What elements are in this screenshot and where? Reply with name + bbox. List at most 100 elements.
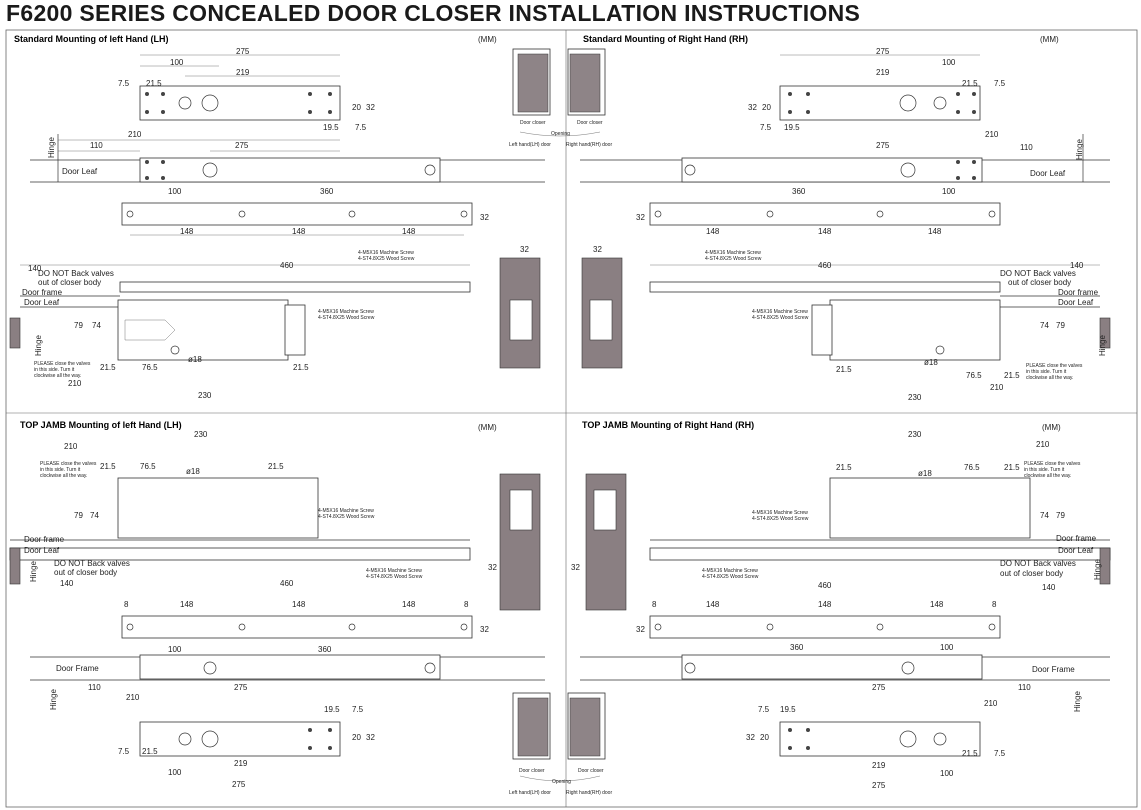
out-of-closer-body: out of closer body <box>1000 569 1063 578</box>
screw-note: 4-M5X16 Machine Screw <box>318 309 374 315</box>
dim-18: ø18 <box>188 355 202 364</box>
dim-20: 20 <box>760 733 769 742</box>
screw-note: 4-M5X16 Machine Screw <box>366 568 422 574</box>
dim-148: 148 <box>706 227 720 236</box>
dim-460: 460 <box>280 579 294 588</box>
dim-21-5: 21.5 <box>268 462 284 471</box>
dim-148: 148 <box>402 600 416 609</box>
please-note: in this side. Turn it <box>34 367 75 373</box>
dim-76-5: 76.5 <box>140 462 156 471</box>
dim-8: 8 <box>652 600 657 609</box>
dim-79: 79 <box>74 511 83 520</box>
dim-148: 148 <box>930 600 944 609</box>
dim-219: 219 <box>234 759 248 768</box>
dim-100: 100 <box>168 645 182 654</box>
page-title: F6200 SERIES CONCEALED DOOR CLOSER INSTA… <box>6 0 861 26</box>
dim-79: 79 <box>1056 511 1065 520</box>
unit-label: (MM) <box>1040 35 1059 44</box>
hinge-label: Hinge <box>1098 335 1107 356</box>
door-leaf-label: Door Leaf <box>24 298 60 307</box>
dim-100: 100 <box>942 187 956 196</box>
screw-note: 4-M5X16 Machine Screw <box>358 250 414 256</box>
dim-148: 148 <box>402 227 416 236</box>
dim-140: 140 <box>1042 583 1056 592</box>
hinge-label: Hinge <box>1073 691 1082 712</box>
dim-100: 100 <box>168 768 182 777</box>
dim-148: 148 <box>180 600 194 609</box>
lh-door-label: Left hand(LH) door <box>509 142 551 148</box>
screw-note: 4-ST4.8X25 Wood Screw <box>318 315 375 321</box>
dim-7-5: 7.5 <box>118 79 130 88</box>
dim-19-5: 19.5 <box>324 705 340 714</box>
screw-note: 4-ST4.8X25 Wood Screw <box>318 514 375 520</box>
dim-74: 74 <box>1040 321 1049 330</box>
dim-275: 275 <box>234 683 248 692</box>
out-of-closer-body: out of closer body <box>38 278 101 287</box>
do-not-back-valves: DO NOT Back valves <box>1000 559 1076 568</box>
dim-148: 148 <box>818 227 832 236</box>
door-closer-label: Door closer <box>577 120 603 126</box>
dim-100: 100 <box>942 58 956 67</box>
door-frame-label: Door Frame <box>1032 665 1075 674</box>
dim-18: ø18 <box>918 469 932 478</box>
dim-100: 100 <box>170 58 184 67</box>
dim-230: 230 <box>194 430 208 439</box>
dim-148: 148 <box>928 227 942 236</box>
dim-230: 230 <box>908 393 922 402</box>
dim-32: 32 <box>636 213 645 222</box>
unit-label: (MM) <box>1042 423 1061 432</box>
dim-21-5: 21.5 <box>293 363 309 372</box>
screw-note: 4-M5X16 Machine Screw <box>752 309 808 315</box>
long-plate-lh <box>121 202 473 236</box>
door-frame-label: Door frame <box>22 288 63 297</box>
please-note: clockwise all the way. <box>40 473 87 479</box>
screw-note: 4-M5X16 Machine Screw <box>318 508 374 514</box>
opening-label: Opening <box>551 131 570 137</box>
door-frame-top-jamb-rh <box>580 654 1110 681</box>
dim-8: 8 <box>124 600 129 609</box>
screw-note: 4-ST4.8X25 Wood Screw <box>705 256 762 262</box>
closer-body-lh <box>9 264 471 361</box>
dim-100: 100 <box>940 769 954 778</box>
hinge-label: Hinge <box>34 335 43 356</box>
dim-21-5: 21.5 <box>1004 371 1020 380</box>
dim-210: 210 <box>64 442 78 451</box>
dim-79: 79 <box>74 321 83 330</box>
dim-110: 110 <box>1018 683 1031 692</box>
dim-110: 110 <box>90 141 103 150</box>
please-note: in this side. Turn it <box>1024 467 1065 473</box>
dim-32: 32 <box>480 625 489 634</box>
door-leaf-lh <box>30 134 545 183</box>
long-plate-top-jamb-lh <box>121 615 473 639</box>
long-plate-top-jamb-rh <box>649 615 1001 639</box>
please-note: in this side. Turn it <box>40 467 81 473</box>
rh-door-label: Right hand(RH) door <box>566 790 612 796</box>
dim-74: 74 <box>1040 511 1049 520</box>
door-closer-label: Door closer <box>520 120 546 126</box>
screw-note: 4-ST4.8X25 Wood Screw <box>752 516 809 522</box>
dim-79: 79 <box>1056 321 1065 330</box>
dim-7-5: 7.5 <box>994 79 1006 88</box>
screw-note: 4-ST4.8X25 Wood Screw <box>366 574 423 580</box>
dim-100: 100 <box>940 643 954 652</box>
screw-note: 4-ST4.8X25 Wood Screw <box>752 315 809 321</box>
dim-219: 219 <box>872 761 886 770</box>
dim-8: 8 <box>464 600 469 609</box>
dim-20: 20 <box>762 103 771 112</box>
closer-body-rh <box>649 264 1111 361</box>
please-note: clockwise all the way. <box>34 373 81 379</box>
door-leaf-label: Door Leaf <box>24 546 60 555</box>
dim-18: ø18 <box>924 358 938 367</box>
dim-110: 110 <box>1020 143 1033 152</box>
dim-210: 210 <box>984 699 998 708</box>
please-note: clockwise all the way. <box>1024 473 1071 479</box>
dim-275: 275 <box>876 47 890 56</box>
door-closer-label: Door closer <box>578 768 604 774</box>
heading-top-rh: TOP JAMB Mounting of Right Hand (RH) <box>582 420 754 430</box>
dim-210: 210 <box>1036 440 1050 449</box>
closer-body-top-jamb-rh <box>649 477 1111 585</box>
dim-100: 100 <box>168 187 182 196</box>
dim-18: ø18 <box>186 467 200 476</box>
dim-275: 275 <box>876 141 890 150</box>
